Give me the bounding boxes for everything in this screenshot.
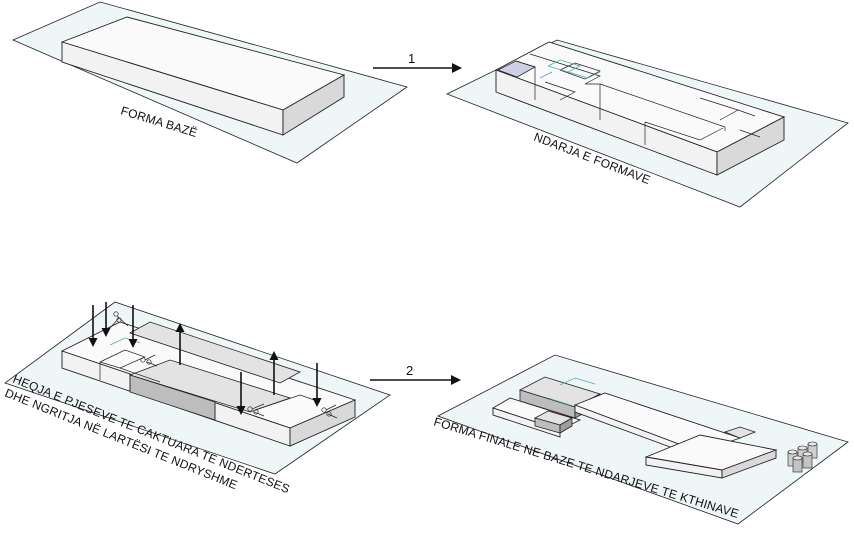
scissors-icon (247, 403, 265, 417)
step-arrow-2: 2 (370, 363, 461, 385)
accent-line (539, 71, 553, 79)
division-line (544, 81, 576, 101)
final-box-side (559, 417, 573, 434)
division-line (737, 109, 756, 117)
cylinders (787, 441, 818, 473)
base-block-side (282, 74, 345, 136)
scissors-icon (321, 404, 338, 419)
scissors-icon (140, 354, 158, 367)
division-line (99, 349, 146, 369)
step-number-2: 2 (406, 363, 413, 378)
panel-division: NDARJA E FORMAVE (446, 39, 849, 208)
panel-base-form: FORMA BAZË (11, 1, 408, 164)
division-line (529, 53, 601, 85)
accent-line (559, 377, 596, 386)
accent-line (547, 59, 582, 73)
step-number-1: 1 (408, 51, 415, 66)
division-line (739, 129, 761, 138)
division-line (119, 367, 161, 383)
division-block-side (716, 116, 785, 176)
panel-removal: HEQJA E PJESEVE TE CAKTUARA TE NDERTESES… (3, 301, 391, 496)
division-line (559, 62, 601, 80)
final-right-side (721, 449, 777, 479)
final-right-step (723, 426, 757, 439)
accent-line (547, 397, 571, 406)
panel-final: FORMA FINALE NE BAZE TE NDARJEVE TE KTHI… (432, 354, 849, 525)
division-line (599, 83, 726, 131)
step-arrow-1: 1 (373, 51, 462, 73)
removed-strip-back (129, 321, 301, 384)
scissors-icon (109, 311, 129, 329)
division-line (644, 121, 724, 141)
removal-block-side (289, 399, 356, 447)
accent-line (567, 71, 601, 79)
